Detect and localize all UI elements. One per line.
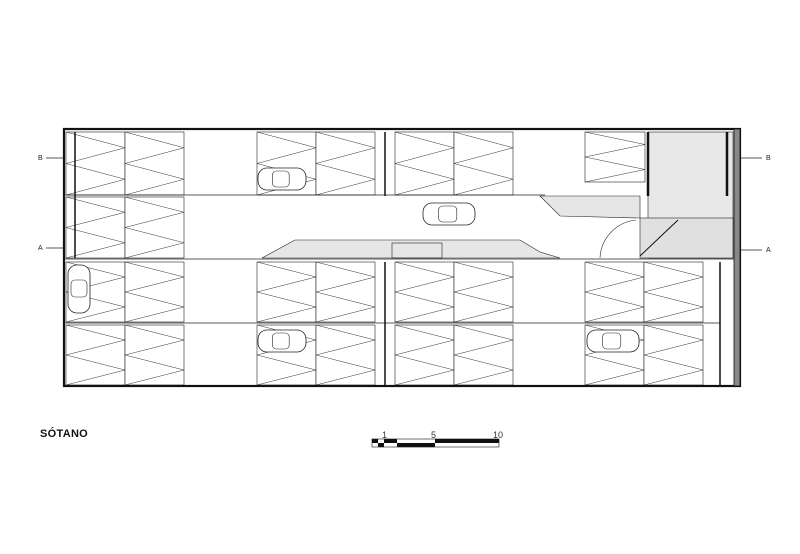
stall-markings [124,196,185,259]
parking-stall [643,324,704,386]
car-roof [438,205,458,223]
stall-markings [315,131,376,196]
stall-outline [65,196,126,259]
car-body [257,167,307,191]
stall-outline [394,261,455,323]
stall-outline [584,261,645,323]
core-diagonal [639,219,679,257]
stall-outline [643,324,704,386]
parking-stall [643,261,704,323]
section-marks: B B A A [38,155,771,254]
stall-markings [453,261,514,323]
parking-stall [394,131,455,196]
stall-outline [453,131,514,196]
stall-outline [453,261,514,323]
stall-outline [124,324,185,386]
car [422,202,476,226]
car-roof [272,170,290,188]
stall-outline [453,324,514,386]
parking-stall [584,131,646,183]
car [586,329,640,353]
section-b-left: B [38,155,43,162]
stall-outline [124,261,185,323]
car [257,329,307,353]
scale-label-5: 5 [431,430,436,440]
stall-markings [315,324,376,386]
scale-bar: 1 5 10 [371,430,503,448]
parking-stall [394,324,455,386]
parking-stall [453,261,514,323]
stall-markings [124,131,185,196]
stall-markings [315,261,376,323]
car [67,264,91,314]
car-body [422,202,476,226]
drawing-title: SÓTANO [40,428,89,440]
stall-outline [124,196,185,259]
parking-stall [315,324,376,386]
stall-outline [315,261,376,323]
parking-stall [124,196,185,259]
stall-markings [453,131,514,196]
car-roof [70,279,88,298]
stall-markings [124,261,185,323]
stall-outline [643,261,704,323]
ramp-area [186,196,640,258]
parking-stall [65,324,126,386]
stall-markings [453,324,514,386]
parking-stall [453,324,514,386]
parking-stall [65,131,126,196]
stall-markings [124,324,185,386]
stair [391,242,443,259]
walls [62,127,742,388]
parking-stall [124,261,185,323]
stall-outline [394,324,455,386]
stall-outline [394,131,455,196]
stair-landing [639,217,734,259]
stall-outline [65,324,126,386]
car-roof [602,332,622,350]
scale-seg [435,439,499,443]
scale-seg [397,443,435,447]
car-body [257,329,307,353]
parking-stall [124,324,185,386]
parking-stall [394,261,455,323]
stall-outline [584,131,646,183]
scale-seg [384,439,397,443]
car-body [67,264,91,314]
stall-outline [256,261,317,323]
parking-stalls [65,131,704,386]
scale-label-10: 10 [493,430,503,440]
section-a-left: A [38,245,43,252]
car-roof [272,332,290,350]
stall-outline [124,131,185,196]
stall-outline [315,324,376,386]
stall-outline [315,131,376,196]
parking-stall [256,261,317,323]
parking-stall [315,261,376,323]
circulation-areas [186,131,734,259]
parking-stall [65,196,126,259]
east-wall-hatch [733,128,741,387]
section-b-right: B [766,155,771,162]
scale-seg [378,443,384,447]
stall-markings [643,261,704,323]
ramp-shaded [261,239,561,259]
scale-label-1: 1 [382,430,387,440]
parking-stall [453,131,514,196]
stall-markings [584,131,646,183]
car [257,167,307,191]
parking-stall [124,131,185,196]
stall-outline [65,131,126,196]
door-swing [599,219,637,259]
car-body [586,329,640,353]
cars [67,167,640,353]
parking-stall [315,131,376,196]
parking-stall [584,261,645,323]
section-a-right: A [766,247,771,254]
scale-seg [372,439,378,443]
stall-markings [643,324,704,386]
